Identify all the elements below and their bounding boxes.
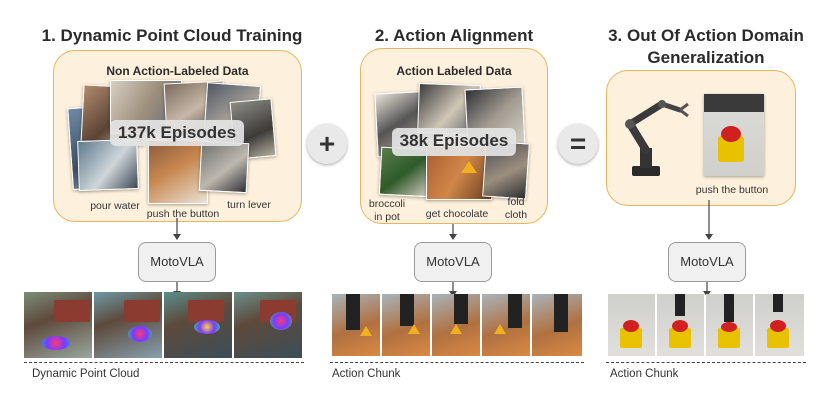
- section-3-arrow-to-model: [705, 200, 713, 240]
- section-3-strip-label: Action Chunk: [610, 368, 679, 380]
- section-1-point-cloud-strip: [24, 292, 302, 358]
- section-1-panel-title: Non Action-Labeled Data: [106, 64, 249, 78]
- section-2-panel-title: Action Labeled Data: [396, 64, 512, 78]
- section-2-caption-1: broccoli in pot: [368, 198, 406, 223]
- action-frame: [755, 294, 804, 356]
- action-frame: [332, 294, 380, 356]
- section-2-caption-3: fold cloth: [504, 196, 528, 221]
- thumbnail: [198, 140, 250, 194]
- section-1-strip-label: Dynamic Point Cloud: [32, 368, 140, 380]
- section-1-title: 1. Dynamic Point Cloud Training: [41, 26, 303, 45]
- plus-icon: +: [307, 124, 347, 164]
- section-3-action-chunk-strip: [608, 294, 804, 356]
- action-frame: [608, 294, 655, 356]
- section-2-divider: [330, 362, 584, 363]
- point-cloud-frame: [234, 292, 302, 358]
- section-2-episode-count: 38k Episodes: [392, 128, 516, 156]
- action-frame: [532, 294, 582, 356]
- section-3-caption: push the button: [695, 184, 769, 196]
- section-2-caption-2: get chocolate: [425, 208, 489, 220]
- button-scene-image: [704, 94, 764, 176]
- section-2-arrow-to-model: [449, 224, 457, 240]
- point-cloud-frame: [24, 292, 92, 358]
- section-1-caption-1: pour water: [90, 200, 140, 212]
- section-2-strip-label: Action Chunk: [332, 368, 401, 380]
- section-1-caption-3: turn lever: [227, 199, 271, 211]
- thumbnail: [148, 140, 208, 204]
- section-1-motovla-box: MotoVLA: [138, 242, 216, 282]
- action-frame: [482, 294, 530, 356]
- section-1-caption-2: push the button: [146, 208, 220, 220]
- point-cloud-frame: [164, 292, 232, 358]
- action-frame: [706, 294, 753, 356]
- section-3-title-line-2: Generalization: [647, 48, 765, 67]
- section-2-motovla-box: MotoVLA: [414, 242, 492, 282]
- thumbnail: [77, 138, 139, 192]
- action-frame: [432, 294, 480, 356]
- section-3-title-line-1: 3. Out Of Action Domain: [608, 26, 804, 45]
- section-3-motovla-box: MotoVLA: [668, 242, 746, 282]
- section-1-arrow-to-model: [173, 218, 181, 240]
- section-1-episode-count: 137k Episodes: [110, 120, 244, 146]
- action-frame: [382, 294, 430, 356]
- section-1-divider: [24, 362, 304, 363]
- section-2-action-chunk-strip: [332, 294, 582, 356]
- equals-icon: =: [558, 124, 598, 164]
- section-2-title: 2. Action Alignment: [374, 26, 534, 45]
- robot-arm-image: [625, 100, 689, 176]
- action-frame: [657, 294, 704, 356]
- section-3-divider: [606, 362, 806, 363]
- point-cloud-frame: [94, 292, 162, 358]
